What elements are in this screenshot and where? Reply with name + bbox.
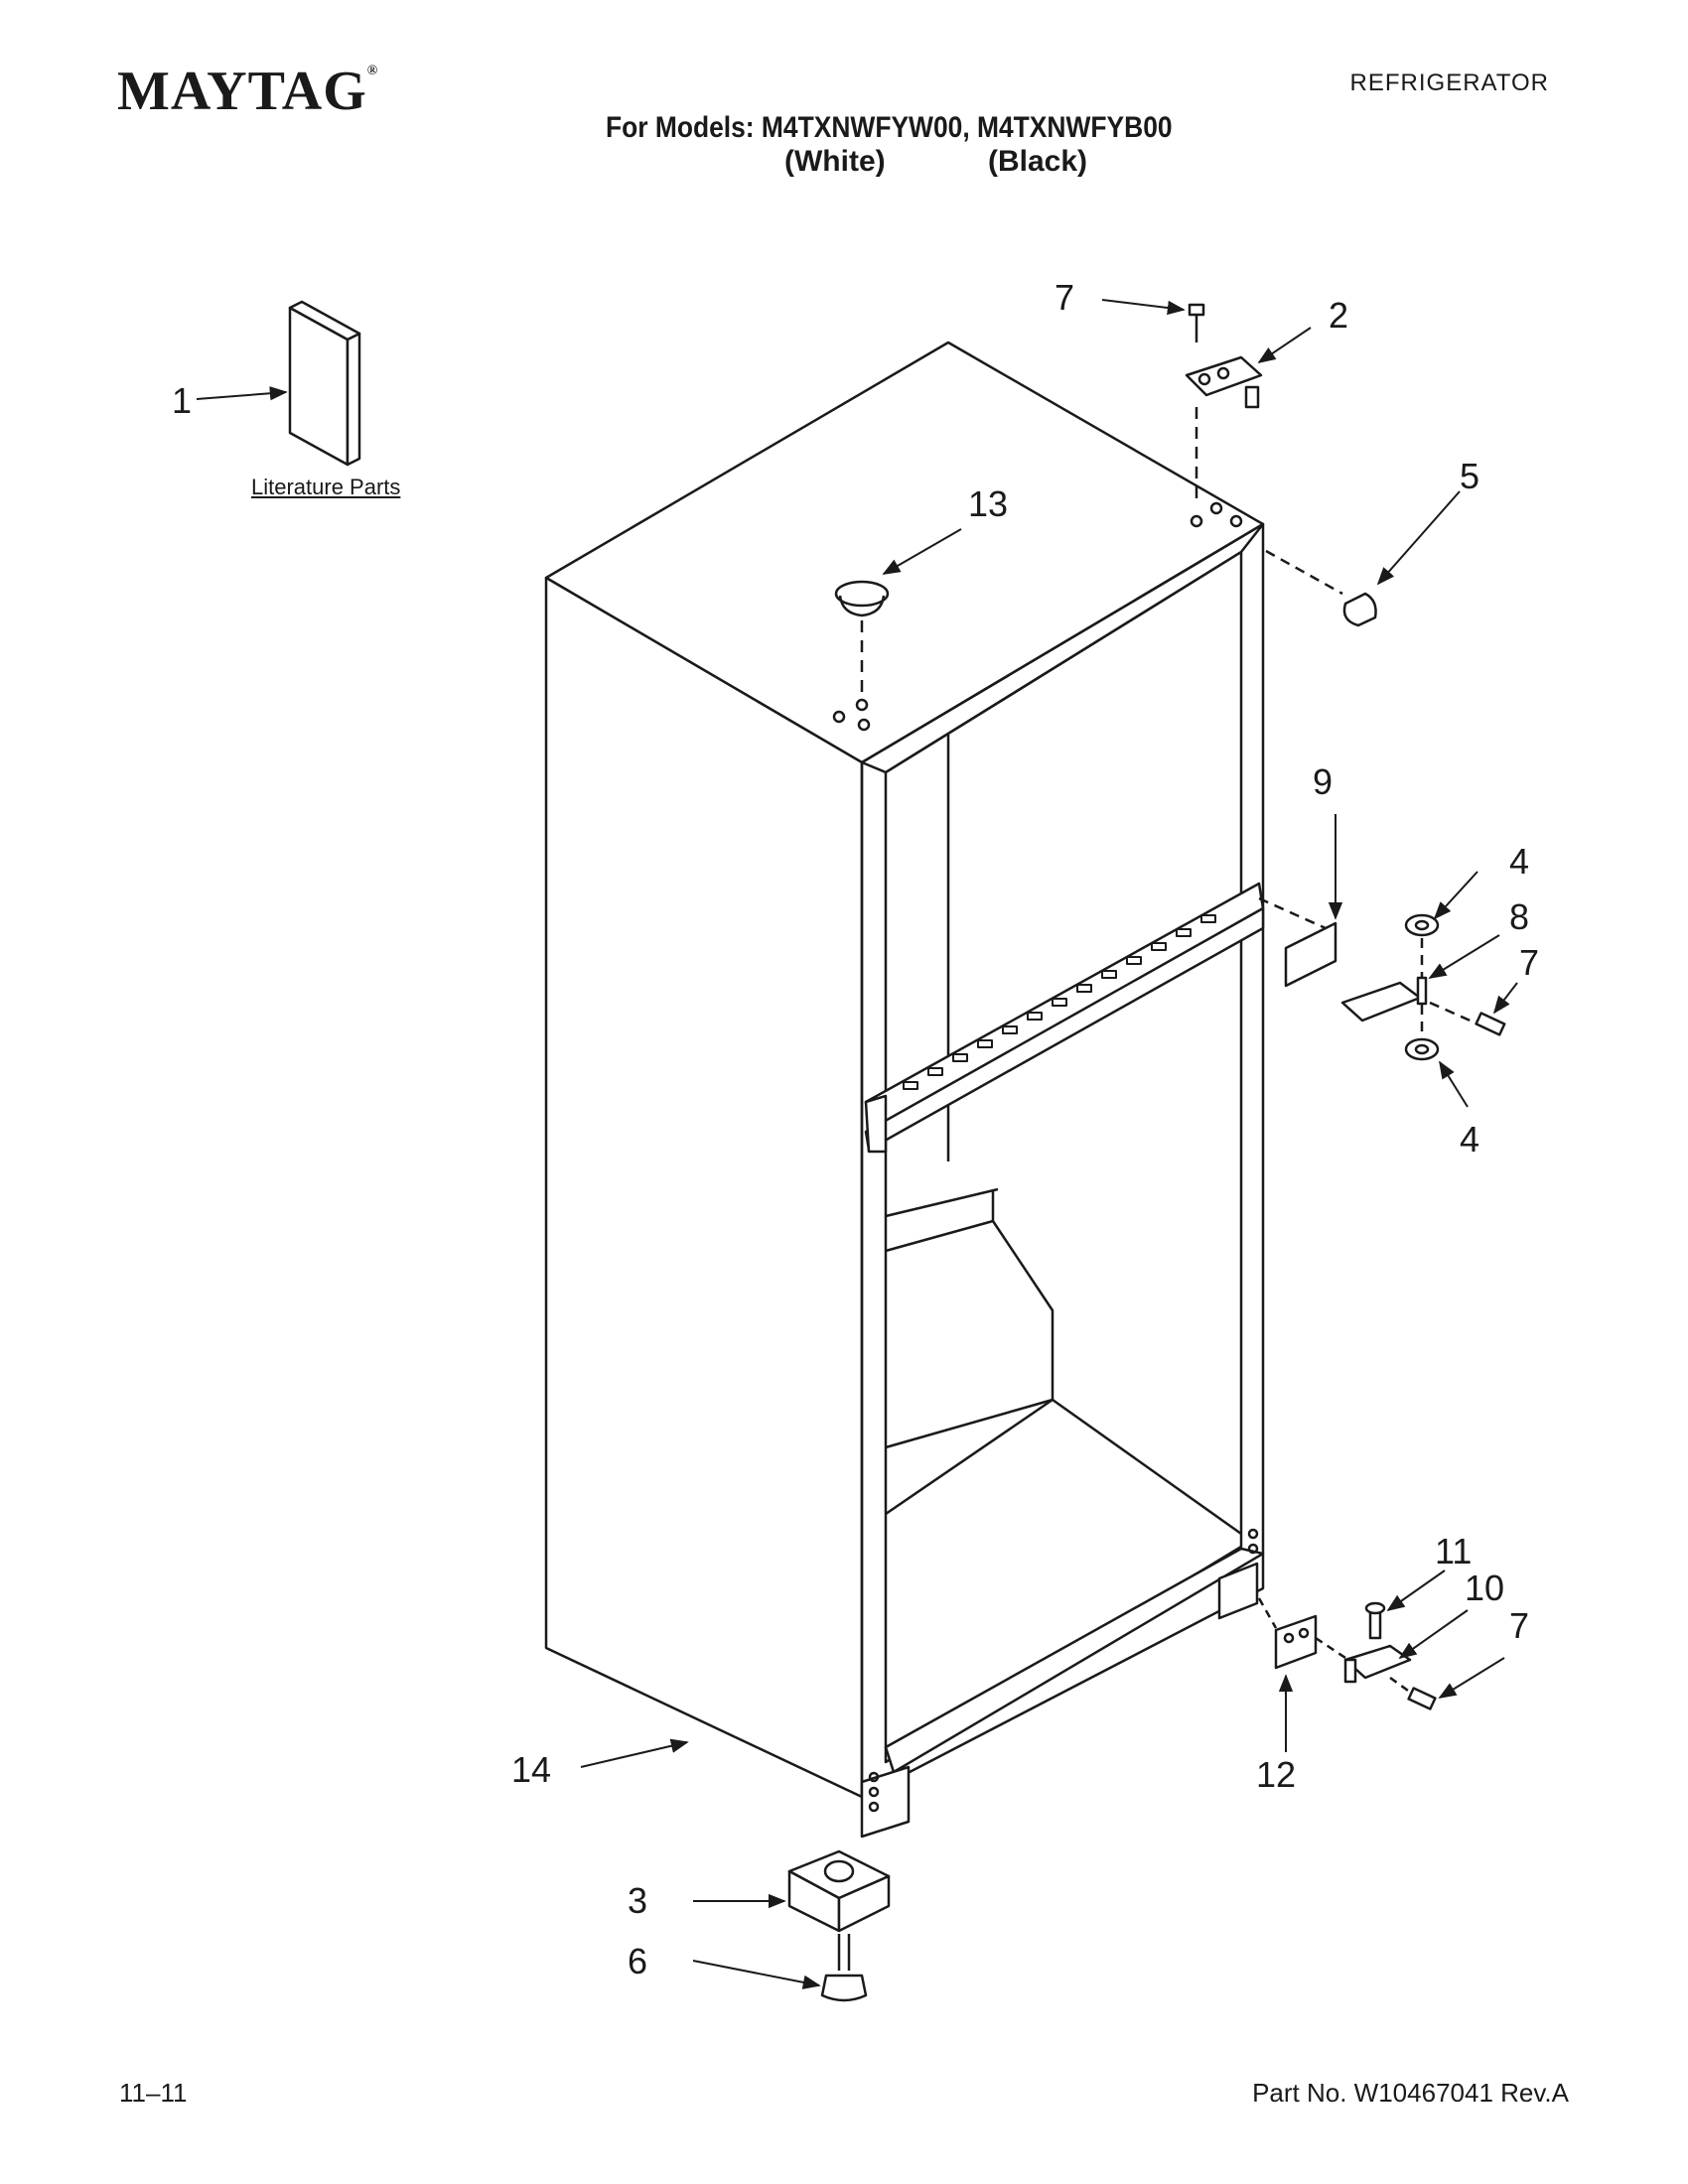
callout-2: 2: [1329, 295, 1348, 336]
color-white-label: (White): [784, 145, 886, 178]
callout-7-middle: 7: [1519, 942, 1539, 983]
center-hinge-assembly: [1258, 896, 1506, 1061]
cabinet-plug: [834, 580, 890, 695]
callout-numbers: 1 2 3 4 4 5 6 7 7 7 8 9 10 11 12 13 14: [172, 277, 1539, 1981]
footer-part-number: Part No. W10467041 Rev.A: [1252, 2078, 1569, 2108]
callout-3: 3: [628, 1880, 647, 1921]
callout-4-bottom: 4: [1460, 1119, 1479, 1160]
roller-assembly: [787, 1849, 891, 1933]
callout-6: 6: [628, 1941, 647, 1981]
top-hinge: [1185, 303, 1263, 501]
callout-8: 8: [1509, 896, 1529, 937]
callout-14: 14: [511, 1749, 551, 1790]
callout-12: 12: [1256, 1754, 1296, 1795]
models-line: For Models: M4TXNWFYW00, M4TXNWFYB00: [606, 111, 1173, 144]
leveling-leg: [820, 1934, 868, 2002]
callout-7-top: 7: [1055, 277, 1074, 318]
hinge-cover-cap: [1265, 549, 1377, 627]
callout-4-top: 4: [1509, 841, 1529, 882]
literature-booklet: [288, 300, 361, 467]
callout-13: 13: [968, 483, 1008, 524]
literature-parts-label: Literature Parts: [251, 475, 401, 499]
brand-logo: MAYTAG®: [117, 61, 379, 122]
callout-1: 1: [172, 380, 192, 421]
document-category: REFRIGERATOR: [1349, 69, 1549, 96]
color-black-label: (Black): [988, 145, 1088, 178]
callout-5: 5: [1460, 456, 1479, 496]
bottom-hinge-assembly: [1257, 1597, 1437, 1710]
callout-10: 10: [1465, 1568, 1504, 1608]
refrigerator-cabinet: [544, 341, 1265, 1839]
callout-11: 11: [1435, 1531, 1472, 1571]
callout-9: 9: [1313, 761, 1333, 802]
callout-leaders: [196, 299, 1518, 1989]
callout-7-bottom: 7: [1509, 1605, 1529, 1646]
footer-date-code: 11–11: [119, 2078, 188, 2108]
divider-rail-slots: [903, 914, 1216, 1090]
